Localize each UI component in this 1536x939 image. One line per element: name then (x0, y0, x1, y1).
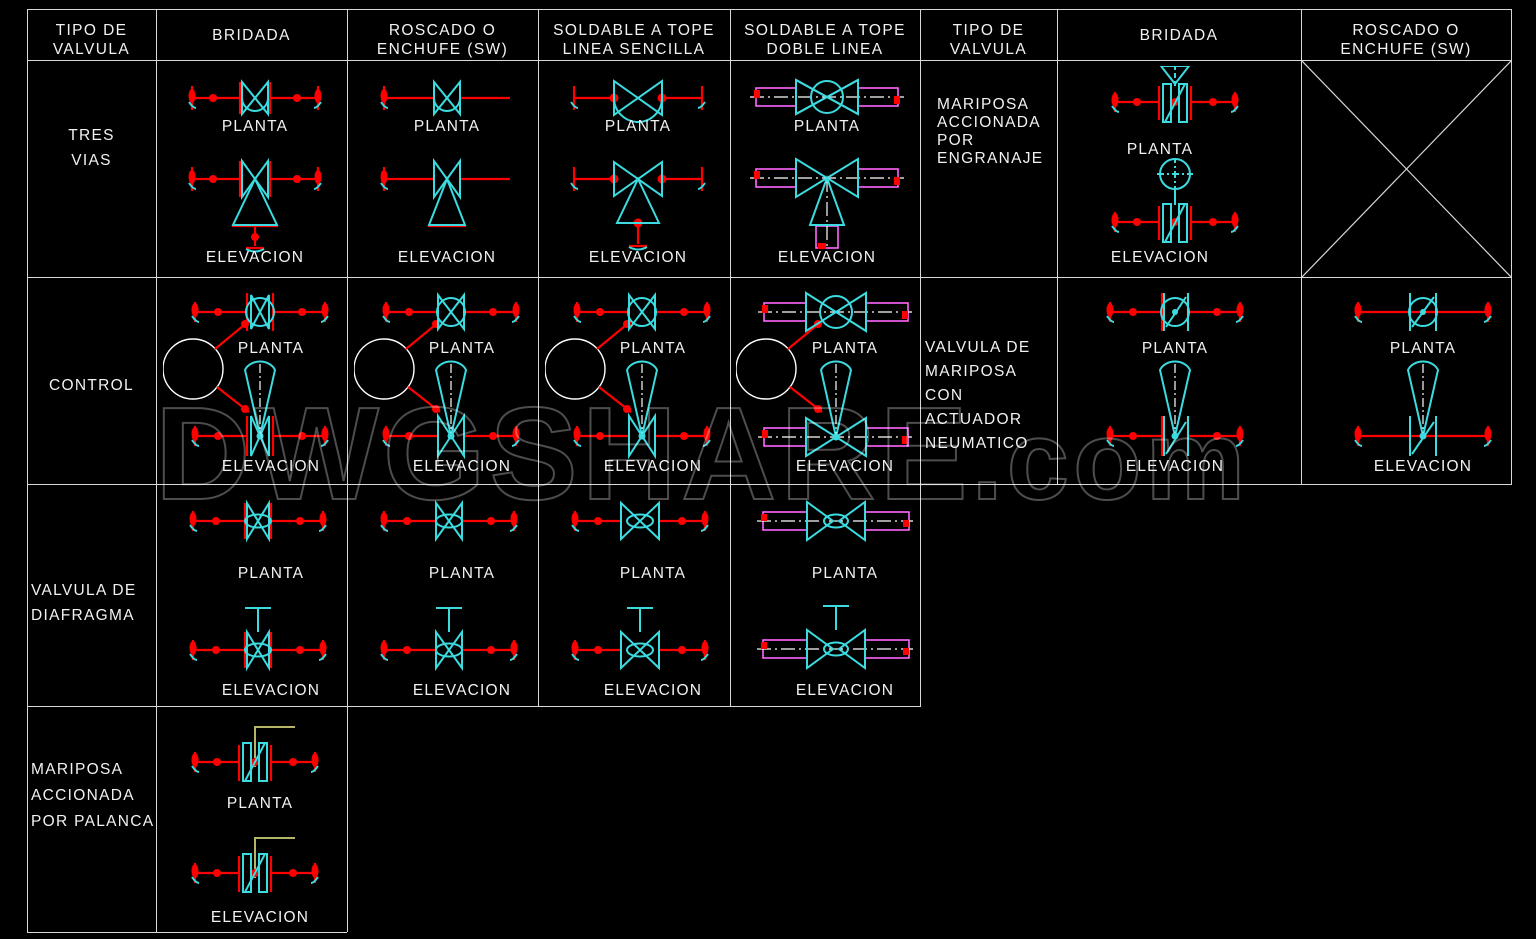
row-label-mariposa-palanca: MARIPOSA ACCIONADA POR PALANCA (31, 761, 155, 830)
col-divider-6 (1057, 9, 1058, 485)
actuator-circle-control-sencilla (545, 320, 632, 413)
row2-bottom-border (27, 484, 1512, 485)
header-roscado-left: ROSCADO O ENCHUFE (SW) (376, 22, 509, 58)
view-label-elevacion: ELEVACION (412, 682, 512, 699)
row-label-mariposa-engranaje: MARIPOSA ACCIONADA POR ENGRANAJE (937, 96, 1044, 167)
symbol-diafragma-sencilla-planta (571, 500, 709, 542)
view-label-planta: PLANTA (428, 565, 496, 582)
symbol-tres-vias-bridada-elevacion (188, 157, 322, 253)
symbol-diafragma-doble-elevacion (757, 605, 913, 670)
symbol-mariposa-neumatico-bridada-planta (1106, 293, 1244, 331)
view-label-planta: PLANTA (428, 340, 496, 357)
symbol-diafragma-bridada-planta (189, 499, 327, 543)
view-label-planta: PLANTA (811, 565, 879, 582)
view-label-planta: PLANTA (237, 565, 305, 582)
view-label-elevacion: ELEVACION (588, 249, 688, 266)
symbol-mariposa-neumatico-roscado-elevacion (1354, 360, 1492, 456)
view-label-planta: PLANTA (619, 340, 687, 357)
header-bridada-right: BRIDADA (1139, 27, 1219, 44)
view-label-elevacion: ELEVACION (603, 458, 703, 475)
view-label-elevacion: ELEVACION (1373, 458, 1473, 475)
symbol-diafragma-sencilla-elevacion (571, 607, 709, 671)
symbol-control-roscado-elevacion (382, 360, 520, 460)
view-label-elevacion: ELEVACION (210, 909, 310, 926)
view-label-elevacion: ELEVACION (1125, 458, 1225, 475)
header-soldable-doble: SOLDABLE A TOPE DOBLE LINEA (744, 22, 906, 58)
symbol-tres-vias-sencilla-planta (570, 79, 706, 123)
view-label-planta: PLANTA (1126, 141, 1194, 158)
symbol-diafragma-doble-planta (757, 500, 913, 542)
symbol-tres-vias-doble-elevacion (750, 157, 904, 250)
header-tipo-de-valvula-right: TIPO DE VALVULA (949, 22, 1028, 58)
view-label-planta: PLANTA (413, 118, 481, 135)
view-label-planta: PLANTA (221, 118, 289, 135)
col-divider-4 (730, 9, 731, 706)
view-label-elevacion: ELEVACION (795, 682, 895, 699)
symbol-mariposa-palanca-bridada-elevacion (191, 837, 319, 893)
symbol-diafragma-roscado-elevacion (380, 607, 518, 672)
view-label-elevacion: ELEVACION (221, 458, 321, 475)
symbol-tres-vias-bridada-planta (188, 79, 322, 117)
table-top-border (27, 9, 1512, 10)
view-label-planta: PLANTA (604, 118, 672, 135)
symbol-mariposa-palanca-bridada-planta (191, 726, 319, 782)
symbol-mariposa-neumatico-bridada-elevacion (1106, 360, 1244, 456)
crossed-out-empty-cell (1302, 61, 1511, 277)
col-divider-5 (920, 9, 921, 706)
row-label-mariposa-neumatico: VALVULA DE MARIPOSA CON ACTUADOR NEUMATI… (925, 339, 1031, 452)
header-bottom-border (27, 60, 1512, 61)
col-divider-3 (538, 9, 539, 706)
row1-bottom-border (27, 277, 1512, 278)
row-label-control: CONTROL (49, 377, 134, 394)
header-bridada-left: BRIDADA (212, 27, 291, 44)
view-label-planta: PLANTA (811, 340, 879, 357)
col-divider-2 (347, 9, 348, 932)
symbol-control-doble-elevacion (758, 360, 912, 458)
symbol-tres-vias-roscado-elevacion (380, 157, 510, 228)
symbol-mariposa-engranaje-bridada-elevacion (1111, 158, 1239, 243)
row-label-diafragma: VALVULA DE DIAFRAGMA (31, 582, 137, 624)
symbol-control-bridada-planta (191, 293, 329, 331)
symbol-tres-vias-sencilla-elevacion (570, 160, 706, 251)
view-label-elevacion: ELEVACION (412, 458, 512, 475)
view-label-elevacion: ELEVACION (777, 249, 877, 266)
view-label-elevacion: ELEVACION (795, 458, 895, 475)
col-divider-1 (156, 9, 157, 932)
symbol-diafragma-bridada-elevacion (189, 607, 327, 672)
view-label-planta: PLANTA (1389, 340, 1457, 357)
view-label-elevacion: ELEVACION (205, 249, 305, 266)
view-label-planta: PLANTA (793, 118, 861, 135)
symbol-control-sencilla-elevacion (573, 360, 711, 460)
header-tipo-de-valvula-left: TIPO DE VALVULA (52, 22, 131, 58)
header-soldable-sencilla: SOLDABLE A TOPE LINEA SENCILLA (553, 22, 715, 58)
symbol-control-sencilla-planta (573, 292, 711, 332)
view-label-planta: PLANTA (237, 340, 305, 357)
symbol-diafragma-roscado-planta (380, 499, 518, 543)
view-label-elevacion: ELEVACION (603, 682, 703, 699)
row3-bottom-border (27, 706, 921, 707)
symbol-mariposa-engranaje-bridada-planta (1111, 66, 1239, 123)
symbol-control-doble-planta (758, 291, 912, 333)
row4-bottom-border (27, 932, 347, 933)
header-roscado-right: ROSCADO O ENCHUFE (SW) (1340, 22, 1472, 58)
table-right-border (1511, 9, 1512, 485)
view-label-elevacion: ELEVACION (221, 682, 321, 699)
row-label-tres-vias: TRES VIAS (68, 127, 115, 169)
view-label-elevacion: ELEVACION (1110, 249, 1210, 266)
symbol-mariposa-neumatico-roscado-planta (1354, 293, 1492, 331)
symbol-control-bridada-elevacion (191, 360, 329, 457)
symbol-tres-vias-doble-planta (750, 78, 904, 116)
view-label-planta: PLANTA (619, 565, 687, 582)
view-label-elevacion: ELEVACION (397, 249, 497, 266)
symbol-control-roscado-planta (382, 292, 520, 332)
actuator-circle-control-bridada (163, 320, 250, 413)
symbol-tres-vias-roscado-planta (380, 79, 510, 117)
view-label-planta: PLANTA (226, 795, 294, 812)
col-divider-7 (1301, 9, 1302, 485)
view-label-planta: PLANTA (1141, 340, 1209, 357)
table-left-border (27, 9, 28, 932)
actuator-circle-control-roscado (354, 320, 441, 413)
